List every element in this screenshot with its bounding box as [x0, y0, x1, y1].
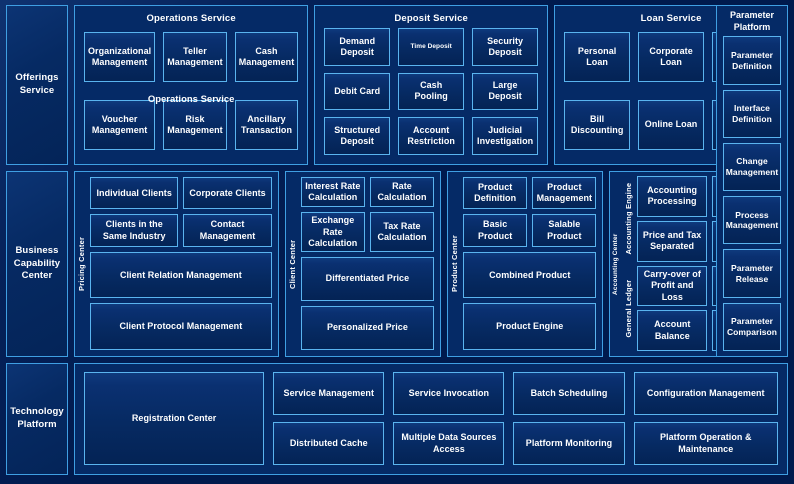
capability-center-product: Product Center Product Definition Produc…	[447, 171, 604, 357]
tech-item[interactable]: Platform Operation & Maintenance	[633, 422, 778, 465]
capability-pair-row: Clients in the Same Industry Contact Man…	[90, 214, 272, 247]
service-item[interactable]: Cash Pooling	[398, 72, 465, 111]
tech-item[interactable]: Configuration Management	[633, 372, 778, 415]
capability-item[interactable]: Tax Rate Calculation	[369, 212, 435, 253]
service-item[interactable]: Security Deposit	[472, 28, 539, 66]
capability-item[interactable]: Salable Product	[532, 214, 597, 247]
service-item[interactable]: Teller Management	[163, 32, 227, 82]
service-item[interactable]: Organizational Management	[84, 32, 156, 82]
tech-column: Configuration Management Platform Operat…	[633, 372, 778, 465]
tech-item-registration-center[interactable]: Registration Center	[84, 372, 265, 465]
service-item[interactable]: Account Restriction	[398, 117, 465, 155]
service-title-operations: Operations Service	[146, 13, 236, 24]
capability-center-pricing: Pricing Center Individual Clients Corpor…	[74, 171, 279, 357]
capability-center-client-label: Client Center	[287, 239, 297, 289]
offerings-services-container: Operations Service Operations Service Or…	[74, 5, 788, 165]
service-item[interactable]: Online Loan	[638, 100, 705, 150]
capability-item[interactable]: Client Protocol Management	[90, 303, 272, 350]
capability-center-pricing-label: Pricing Center	[77, 236, 86, 292]
service-items-operations: Organizational Management Teller Managem…	[75, 24, 307, 164]
capability-center-client-body: Interest Rate Calculation Rate Calculati…	[299, 172, 440, 356]
capability-pair-row: Interest Rate Calculation Rate Calculati…	[300, 177, 435, 208]
service-item[interactable]: Judicial Investigation	[472, 117, 539, 155]
capability-center-pricing-body: Individual Clients Corporate Clients Cli…	[88, 172, 278, 356]
parameter-item[interactable]: Parameter Release	[723, 249, 781, 298]
service-item[interactable]: Risk Management	[163, 100, 227, 150]
tech-column: Service Invocation Multiple Data Sources…	[393, 372, 505, 465]
service-panel-deposit: Deposit Service Demand Deposit Time Depo…	[314, 5, 549, 165]
service-item[interactable]: Corporate Loan	[638, 32, 705, 82]
tech-item[interactable]: Batch Scheduling	[513, 372, 625, 415]
tech-item[interactable]: Service Invocation	[393, 372, 505, 415]
service-item[interactable]: Ancillary Transaction	[234, 100, 299, 150]
capability-item[interactable]: Clients in the Same Industry	[90, 214, 179, 247]
tech-column: Service Management Distributed Cache	[273, 372, 385, 465]
service-item[interactable]: Bill Discounting	[564, 100, 631, 150]
capability-item[interactable]: Combined Product	[463, 251, 597, 299]
capability-pair-row: Product Definition Product Management	[463, 177, 597, 210]
tech-item[interactable]: Platform Monitoring	[513, 422, 625, 465]
service-item[interactable]: Personal Loan	[564, 32, 631, 82]
capability-item[interactable]: Accounting Processing	[637, 176, 707, 217]
parameter-item[interactable]: Interface Definition	[723, 89, 781, 138]
tech-item[interactable]: Service Management	[273, 372, 385, 415]
technology-items-container: Registration Center Service Management D…	[74, 363, 788, 475]
capability-pair-row: Exchange Rate Calculation Tax Rate Calcu…	[300, 212, 435, 253]
service-panel-operations: Operations Service Operations Service Or…	[74, 5, 309, 165]
capability-item[interactable]: Contact Management	[183, 214, 272, 247]
parameter-item[interactable]: Process Management	[723, 196, 781, 245]
service-items-deposit: Demand Deposit Time Deposit Security Dep…	[315, 24, 547, 164]
capability-center-accounting-label: Accounting Center	[612, 233, 620, 295]
parameter-item[interactable]: Parameter Comparison	[723, 302, 781, 351]
service-title-deposit: Deposit Service	[394, 13, 468, 24]
capability-item[interactable]: Price and Tax Separated	[637, 220, 707, 262]
service-item[interactable]: Voucher Management	[84, 100, 156, 150]
capability-item[interactable]: Exchange Rate Calculation	[300, 212, 365, 253]
capability-pair-row: Individual Clients Corporate Clients	[90, 177, 272, 210]
capability-center-client: Client Center Interest Rate Calculation …	[284, 171, 442, 357]
capability-item[interactable]: Product Engine	[463, 303, 597, 350]
capability-item[interactable]: Account Balance	[637, 310, 708, 351]
service-item[interactable]: Debit Card	[324, 72, 391, 111]
service-item[interactable]: Time Deposit	[398, 28, 465, 66]
capability-item[interactable]: Personalized Price	[300, 306, 435, 351]
capability-item[interactable]: Carry-over of Profit and Loss	[637, 265, 708, 307]
capability-center-product-body: Product Definition Product Management Ba…	[461, 172, 602, 356]
capability-centers-container: Pricing Center Individual Clients Corpor…	[74, 171, 788, 357]
capability-item[interactable]: Rate Calculation	[369, 177, 435, 208]
capability-item[interactable]: Product Management	[532, 177, 597, 210]
capability-item[interactable]: Corporate Clients	[183, 177, 272, 210]
tech-column: Batch Scheduling Platform Monitoring	[513, 372, 625, 465]
capability-item[interactable]: Basic Product	[463, 214, 528, 247]
capability-center-product-label: Product Center	[450, 235, 460, 293]
parameter-item[interactable]: Change Management	[723, 142, 781, 192]
capability-item[interactable]: Interest Rate Calculation	[300, 177, 365, 208]
capability-item[interactable]: Differentiated Price	[300, 257, 435, 302]
service-item[interactable]: Large Deposit	[472, 72, 539, 111]
accounting-engine-label: Accounting Engine	[624, 182, 634, 255]
service-item[interactable]: Demand Deposit	[324, 28, 391, 66]
service-title-loan: Loan Service	[640, 13, 702, 24]
general-ledger-label: General Ledger	[624, 279, 634, 338]
tech-item[interactable]: Distributed Cache	[273, 422, 385, 465]
parameter-item[interactable]: Parameter Definition	[723, 36, 781, 85]
capability-item[interactable]: Client Relation Management	[90, 251, 272, 299]
service-item[interactable]: Cash Management	[234, 32, 299, 82]
capability-item[interactable]: Individual Clients	[90, 177, 179, 210]
tech-item[interactable]: Multiple Data Sources Access	[393, 422, 505, 465]
service-item[interactable]: Structured Deposit	[324, 117, 391, 155]
capability-pair-row: Basic Product Salable Product	[463, 214, 597, 247]
capability-item[interactable]: Product Definition	[463, 177, 528, 210]
